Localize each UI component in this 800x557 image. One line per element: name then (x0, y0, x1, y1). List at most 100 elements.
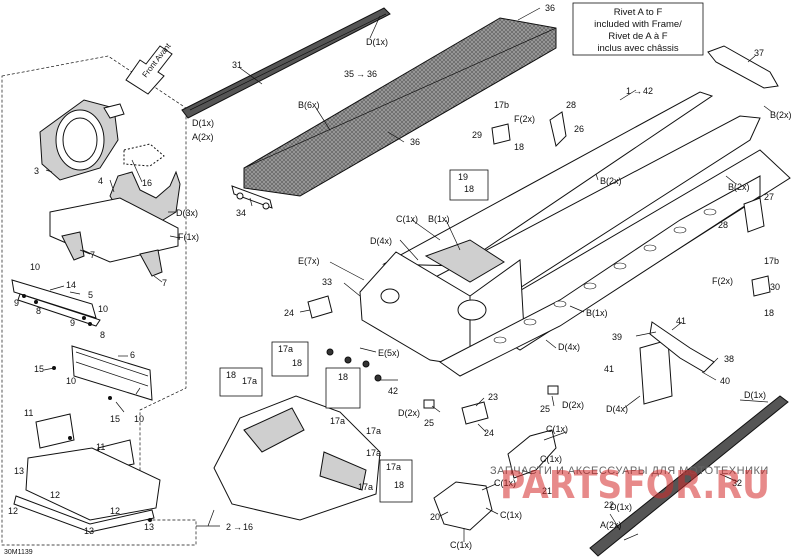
callout-7-right: 7 (162, 278, 167, 288)
part-35-tunnel-cover (243, 17, 557, 197)
callout-17a-box-b: 17a (278, 344, 293, 354)
part-25-clips (423, 385, 559, 409)
callout-18-box-a: 18 (226, 370, 236, 380)
subassembly-outline (1, 55, 197, 546)
callout-39: 39 (612, 332, 622, 342)
part-13-frame (13, 447, 161, 533)
callout-18-box: 18 (464, 184, 474, 194)
callout-13-a: 13 (14, 466, 24, 476)
callout-27: 27 (764, 192, 774, 202)
callout-28-top: 28 (566, 100, 576, 110)
callout-22: 22 (604, 500, 614, 510)
callout-37: 37 (754, 48, 764, 58)
callout-d4-mid: D(4x) (558, 342, 580, 352)
callout-25-right: 25 (540, 404, 550, 414)
part-20-skid (433, 481, 493, 531)
callout-e5: E(5x) (378, 348, 400, 358)
callout-d4-top: D(4x) (370, 236, 392, 246)
callout-d1-left: D(1x) (192, 118, 214, 128)
callout-c1-d: C(1x) (450, 540, 472, 550)
callout-36-mid: 36 (410, 137, 420, 147)
callout-17a-c: 17a (330, 416, 345, 426)
note-box-frame (572, 2, 704, 56)
part-42-washers (326, 348, 382, 382)
detail-box-19-18 (449, 169, 489, 201)
callout-f2-top: F(2x) (514, 114, 535, 124)
part-14-rail (11, 279, 101, 327)
figure-id: 30M1139 (4, 549, 33, 556)
callout-d1-right: D(1x) (744, 390, 766, 400)
leader-lines (43, 7, 773, 542)
callout-12-c: 12 (110, 506, 120, 516)
callout-41-top: 41 (676, 316, 686, 326)
callout-18-right: 18 (764, 308, 774, 318)
callout-7-left: 7 (90, 250, 95, 260)
detail-box-18-17a-a (219, 367, 263, 397)
callout-5: 5 (88, 290, 93, 300)
note-line-1: Rivet A to F (614, 7, 663, 18)
front-arrow: Front Avant (125, 41, 173, 95)
callout-d1-top: D(1x) (366, 37, 388, 47)
callout-10-d: 10 (134, 414, 144, 424)
part-3-cradle (39, 99, 125, 181)
callout-18-box-d: 18 (394, 480, 404, 490)
callout-a2-left: A(2x) (192, 132, 214, 142)
callout-2-arrow: → (233, 522, 242, 532)
callout-c1-top: C(1x) (396, 214, 418, 224)
callout-14: 14 (66, 280, 76, 290)
callout-31: 31 (232, 60, 242, 70)
part-26-bracket (549, 111, 567, 147)
part-31-rail (181, 7, 391, 119)
callout-28-right: 28 (718, 220, 728, 230)
note-line-4: inclus avec châssis (597, 43, 679, 54)
callout-4: 4 (98, 176, 103, 186)
callout-35: 35 (344, 69, 354, 79)
callout-1: 1 (626, 86, 631, 96)
tunnel-holes (493, 208, 717, 344)
callout-20: 20 (430, 512, 440, 522)
callout-2: 2 (226, 522, 231, 532)
callout-41-left: 41 (604, 364, 614, 374)
callout-a2-bottom: A(2x) (600, 520, 622, 530)
callout-d4-right: D(4x) (606, 404, 628, 414)
callout-18-top: 18 (514, 142, 524, 152)
callout-11-a: 11 (24, 408, 33, 418)
callout-42: 42 (388, 386, 398, 396)
callout-15-a: 15 (34, 364, 44, 374)
part-2-bumper-assembly (213, 395, 381, 521)
callout-23: 23 (488, 392, 498, 402)
watermark: ЗАПЧАСТИ И АКСЕССУАРЫ ДЛЯ МОТОТЕХНИКИ PA… (490, 463, 770, 507)
callout-21: 21 (542, 486, 552, 496)
callout-18-box-b: 18 (292, 358, 302, 368)
callout-8-a: 8 (36, 306, 41, 316)
callout-24-bottom: 24 (484, 428, 494, 438)
callout-30: 30 (770, 282, 780, 292)
callout-13-b: 13 (84, 526, 94, 536)
callout-f1: F(1x) (178, 232, 199, 242)
part-37-bracket (707, 45, 779, 89)
callout-b1-mid: B(1x) (586, 308, 608, 318)
callout-19: 19 (458, 172, 468, 182)
callout-c1-a: C(1x) (546, 424, 568, 434)
callout-26: 26 (574, 124, 584, 134)
rivet-note-box: Rivet A to F included with Frame/ Rivet … (572, 2, 704, 56)
callout-36-top: 36 (545, 3, 555, 13)
callout-17a-d: 17a (366, 426, 381, 436)
callout-17a-box-a: 17a (242, 376, 257, 386)
callout-d1-bottom: D(1x) (610, 502, 632, 512)
detail-box-18-c (325, 367, 361, 409)
callout-18-box-c: 18 (338, 372, 348, 382)
callout-10-b: 10 (98, 304, 108, 314)
detail-box-17a-18-d (379, 459, 413, 503)
callout-1-to: 42 (643, 86, 653, 96)
callout-11-b: 11 (96, 442, 105, 452)
note-line-3: Rivet de A à F (608, 31, 667, 42)
callout-d3: D(3x) (176, 208, 198, 218)
callout-10-a: 10 (30, 262, 40, 272)
callout-17a-f: 17a (358, 482, 373, 492)
callout-f2-right: F(2x) (712, 276, 733, 286)
callout-17b-right: 17b (764, 256, 779, 266)
callout-38: 38 (724, 354, 734, 364)
